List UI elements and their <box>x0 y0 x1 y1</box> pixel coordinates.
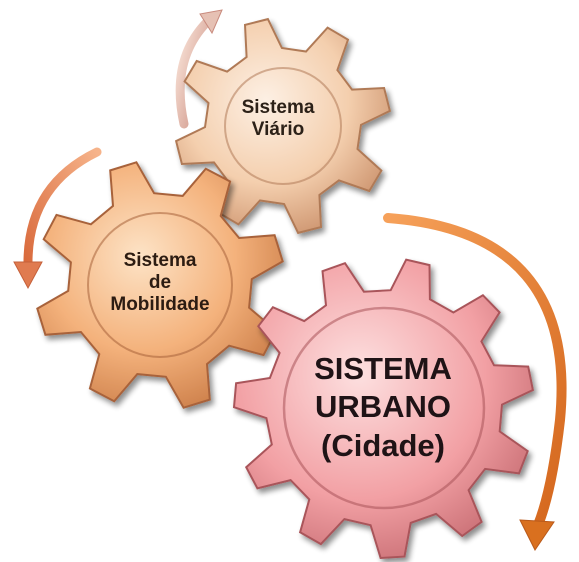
label-line: Sistema <box>241 97 315 118</box>
label-line: SISTEMA <box>314 351 452 386</box>
label-line: de <box>148 271 172 293</box>
arrow-viario <box>175 9 223 129</box>
arrow-urbano <box>383 213 567 551</box>
label-sistema-urbano: SISTEMA URBANO (Cidade) <box>288 350 478 465</box>
gear-sistema-urbano <box>232 258 535 560</box>
gear-sistema-viario <box>174 17 392 235</box>
label-sistema-de-mobilidade: Sistema de Mobilidade <box>85 250 235 316</box>
label-line: URBANO <box>314 389 452 425</box>
label-line: Sistema <box>123 250 197 271</box>
arrow-mobilidade <box>13 147 102 290</box>
label-line: (Cidade) <box>321 427 445 463</box>
label-sistema-viario: Sistema Viário <box>228 97 328 141</box>
label-line: Mobilidade <box>110 293 210 315</box>
label-line: Viário <box>251 118 305 140</box>
